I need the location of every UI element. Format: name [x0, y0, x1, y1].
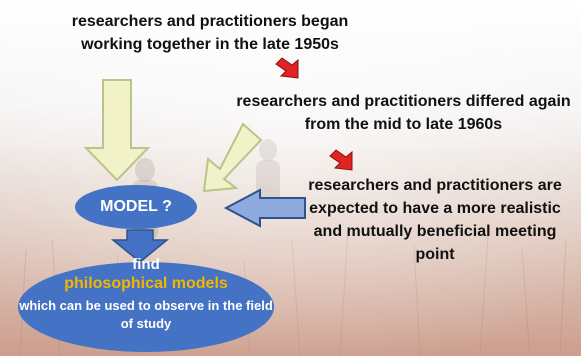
find-ellipse	[18, 262, 274, 352]
model-ellipse: MODEL ?	[75, 185, 197, 229]
down-blue-arrow-icon	[110, 229, 170, 263]
expected-meeting-point-text: researchers and practitioners are expect…	[308, 177, 562, 263]
diagonal-outline-arrow-icon	[202, 122, 263, 193]
philosophical-models-text: philosophical models	[64, 275, 228, 292]
red-arrow-2-icon	[329, 149, 353, 171]
began-working-text: researchers and practitioners began work…	[71, 13, 349, 53]
down-outline-arrow-icon	[83, 79, 151, 182]
find-heading: find	[132, 256, 160, 273]
observe-field-text: which can be used to observe in the fiel…	[19, 298, 273, 331]
left-blue-arrow-icon	[223, 188, 306, 228]
model-label: MODEL ?	[100, 198, 172, 215]
red-arrow-1-icon	[275, 57, 299, 79]
differed-text: researchers and practitioners differed a…	[236, 93, 571, 133]
